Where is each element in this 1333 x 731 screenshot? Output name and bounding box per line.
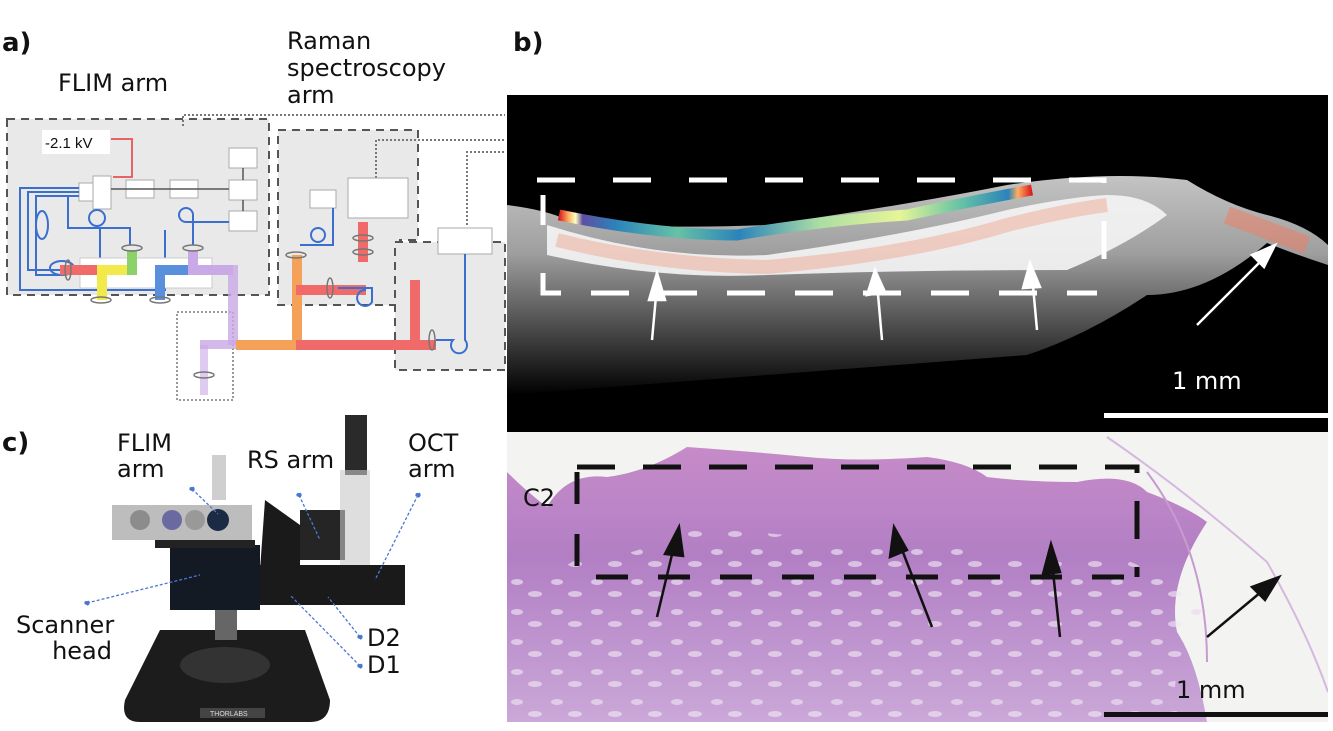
voltage-label: -2.1 kV (45, 135, 93, 152)
flim-label-line1: FLIM (117, 429, 172, 457)
oct-image: 1 mm (507, 95, 1328, 432)
photo-d2-label: D2 (367, 624, 401, 652)
instrument-photo: THORLABS (84, 415, 421, 722)
flim-arm-label: FLIM arm (58, 69, 169, 97)
scanner-label-line1: Scanner (16, 611, 115, 639)
panel-b-letter: b) (513, 28, 544, 58)
raman-label-line1: Raman (287, 27, 372, 55)
photo-scanner-head-label: Scanner head (16, 611, 115, 665)
histology-image: C2 1 mm (507, 432, 1328, 722)
histology-scale-bar (1104, 712, 1328, 717)
raman-label-line3: arm (287, 81, 335, 109)
raman-label-line2: spectroscopy (287, 54, 446, 82)
oct-label-line2: arm (408, 455, 456, 483)
photo-d1-label: D1 (367, 651, 401, 679)
raman-arm-label: Raman spectroscopy arm (287, 28, 446, 109)
panel-c-letter: c) (2, 428, 30, 458)
histology-scale-label: 1 mm (1176, 676, 1246, 704)
flim-label-line2: arm (117, 455, 165, 483)
brand-label: THORLABS (210, 711, 248, 718)
photo-oct-arm-label: OCT arm (408, 430, 458, 482)
oct-scale-label: 1 mm (1172, 367, 1242, 395)
oct-scale-bar (1104, 413, 1328, 418)
histology-sublabel: C2 (523, 484, 556, 512)
scanner-label-line2: head (52, 637, 112, 665)
panel-a-letter: a) (2, 28, 32, 58)
photo-flim-arm-label: FLIM arm (117, 430, 172, 482)
optical-schematic: -2.1 kV (6, 114, 506, 401)
oct-label-line1: OCT (408, 429, 459, 457)
photo-rs-arm-label: RS arm (247, 446, 335, 474)
